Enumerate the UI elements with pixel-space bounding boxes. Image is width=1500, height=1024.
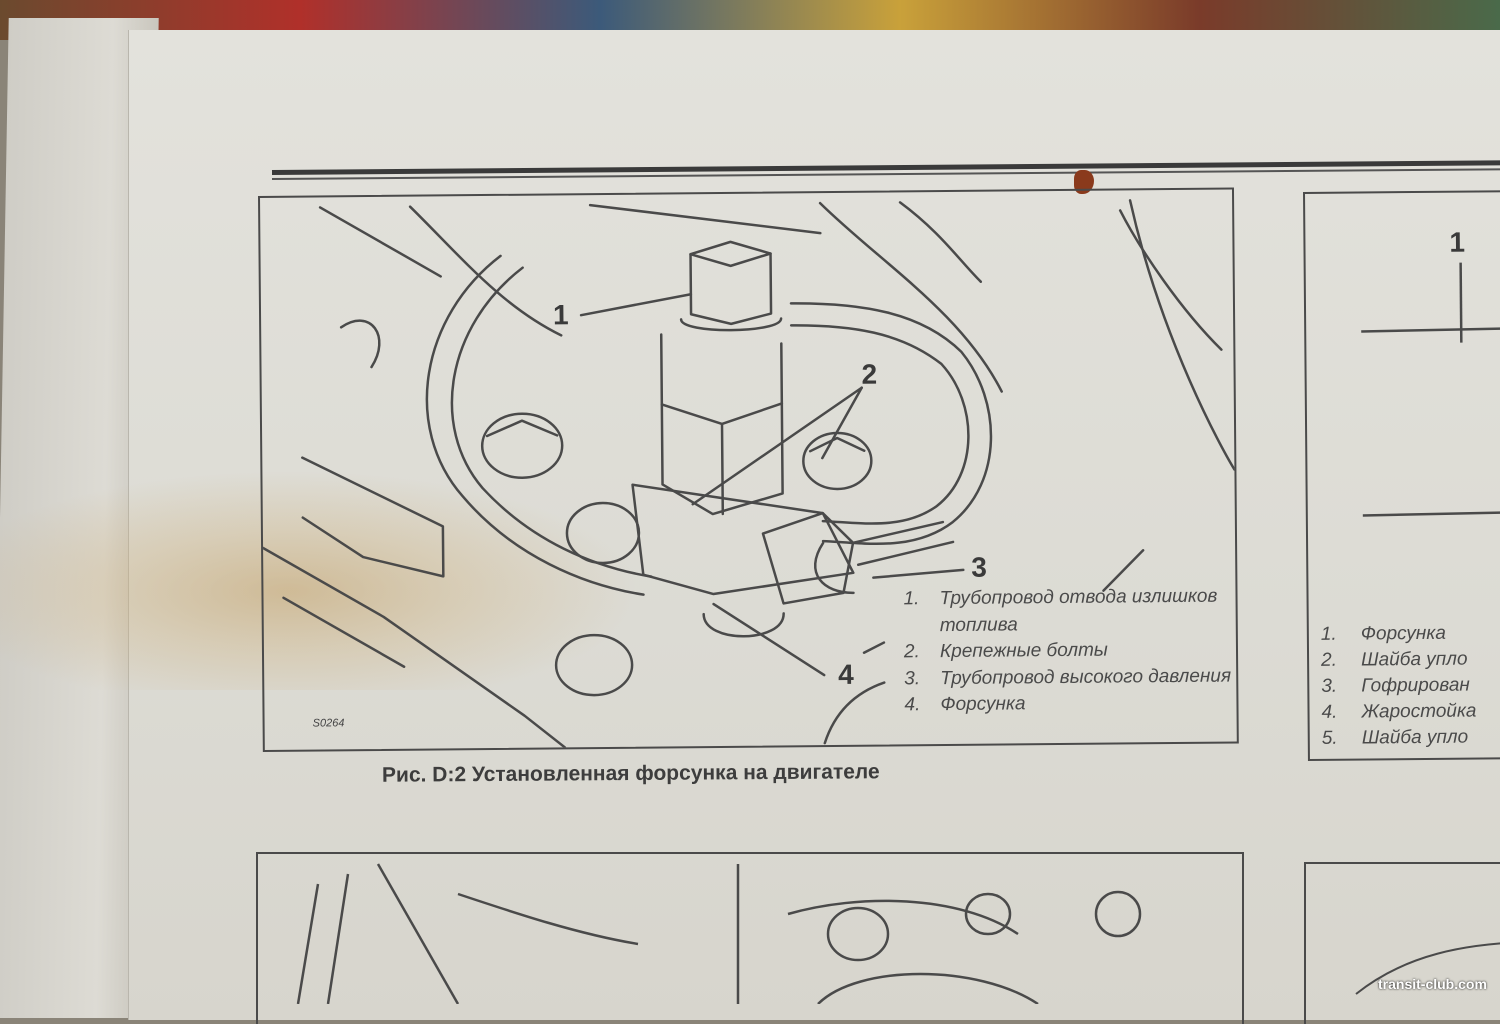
legend-text: Трубопровод высокого давления <box>940 665 1232 689</box>
right-legend: 1. Форсунка 2. Шайба упло 3. Гофрирован 4. Ж… <box>1321 621 1477 752</box>
callout-4: 4 <box>838 658 854 690</box>
legend-item: 3. Трубопровод высокого давления <box>904 663 1234 692</box>
right-drawing <box>1361 262 1500 517</box>
legend-text: Жаростойка <box>1361 700 1477 723</box>
legend-number: 1. <box>903 588 920 610</box>
legend-number: 5. <box>1321 727 1338 749</box>
next-figure-box <box>256 852 1244 1024</box>
legend-number: 2. <box>903 641 920 663</box>
next-right-drawing <box>1355 942 1500 995</box>
legend-item: 1. Трубопровод отвода излишков топлива <box>903 584 1233 640</box>
figure-caption: Рис. D:2 Установленная форсунка на двига… <box>381 760 880 787</box>
legend-item: 4. Жаростойка <box>1321 699 1476 726</box>
legend-text: Шайба упло <box>1360 648 1468 671</box>
legend-number: 3. <box>904 667 921 689</box>
legend-text: Гофрирован <box>1361 674 1470 697</box>
injector-drawing <box>261 199 1236 749</box>
next-right-figure-box <box>1304 862 1500 1024</box>
legend-item: 2. Шайба упло <box>1321 647 1476 674</box>
legend-number: 1. <box>1320 623 1337 645</box>
callout-1: 1 <box>552 299 569 331</box>
legend-number: 4. <box>904 694 921 716</box>
rust-spot <box>1074 170 1094 194</box>
right-callout-1: 1 <box>1449 226 1466 258</box>
legend-item: 4. Форсунка <box>904 689 1234 718</box>
site-watermark: transit-club.com <box>1378 976 1487 992</box>
legend-text: Форсунка <box>1360 622 1446 645</box>
legend-number: 2. <box>1320 649 1338 671</box>
callout-2: 2 <box>861 358 878 390</box>
figure-legend: 1. Трубопровод отвода излишков топлива 2… <box>903 584 1234 719</box>
legend-item: 2. Крепежные болты <box>904 637 1234 666</box>
legend-text: Форсунка <box>940 693 1026 716</box>
legend-text: Трубопровод отвода излишков топлива <box>939 585 1218 636</box>
legend-item: 3. Гофрирован <box>1321 673 1476 700</box>
drawing-code: S0264 <box>312 717 345 730</box>
right-figure-box: 1 1. Форсунка 2. Шайба упло 3. Гофрирован 4… <box>1303 190 1500 761</box>
figure-box: 1 2 3 4 S0264 1. Трубопровод отвода изли… <box>258 187 1239 752</box>
legend-text: Шайба упло <box>1361 726 1469 749</box>
legend-item: 1. Форсунка <box>1321 621 1476 648</box>
legend-item: 5. Шайба упло <box>1322 725 1477 752</box>
next-drawing <box>296 863 1142 1006</box>
callout-3: 3 <box>971 551 987 583</box>
legend-number: 3. <box>1321 675 1338 697</box>
legend-number: 4. <box>1321 701 1338 723</box>
legend-text: Крепежные болты <box>939 639 1108 663</box>
